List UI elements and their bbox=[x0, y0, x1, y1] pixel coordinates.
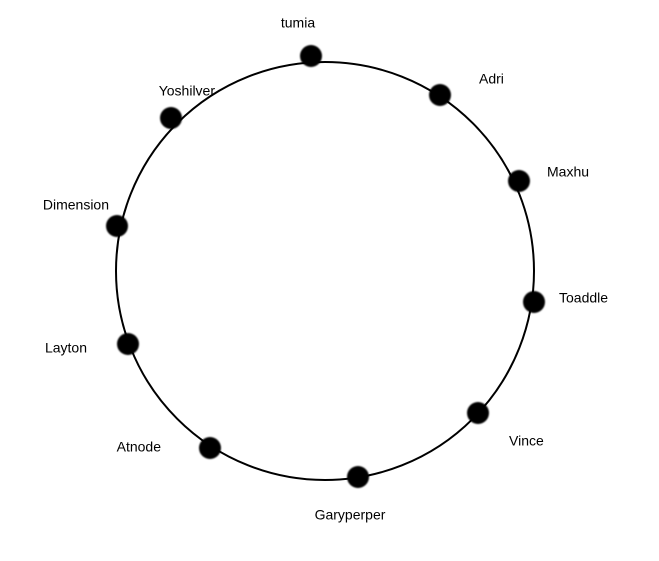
node-label-maxhu: Maxhu bbox=[547, 164, 589, 180]
node-label-tumia: tumia bbox=[281, 15, 315, 31]
node-adri bbox=[429, 84, 451, 106]
node-layton bbox=[117, 333, 139, 355]
node-label-atnode: Atnode bbox=[117, 439, 162, 455]
node-toaddle bbox=[523, 291, 545, 313]
node-label-adri: Adri bbox=[479, 71, 504, 87]
node-label-yoshilver: Yoshilver bbox=[159, 83, 216, 99]
node-maxhu bbox=[508, 170, 530, 192]
node-label-layton: Layton bbox=[45, 340, 87, 356]
node-garyperper bbox=[347, 466, 369, 488]
node-label-vince: Vince bbox=[509, 433, 544, 449]
node-vince bbox=[467, 402, 489, 424]
node-label-garyperper: Garyperper bbox=[315, 507, 386, 523]
node-dimension bbox=[106, 215, 128, 237]
node-atnode bbox=[199, 437, 221, 459]
node-label-toaddle: Toaddle bbox=[559, 290, 608, 306]
node-tumia bbox=[300, 45, 322, 67]
node-label-dimension: Dimension bbox=[43, 197, 109, 213]
ring bbox=[115, 61, 535, 481]
node-yoshilver bbox=[160, 107, 182, 129]
